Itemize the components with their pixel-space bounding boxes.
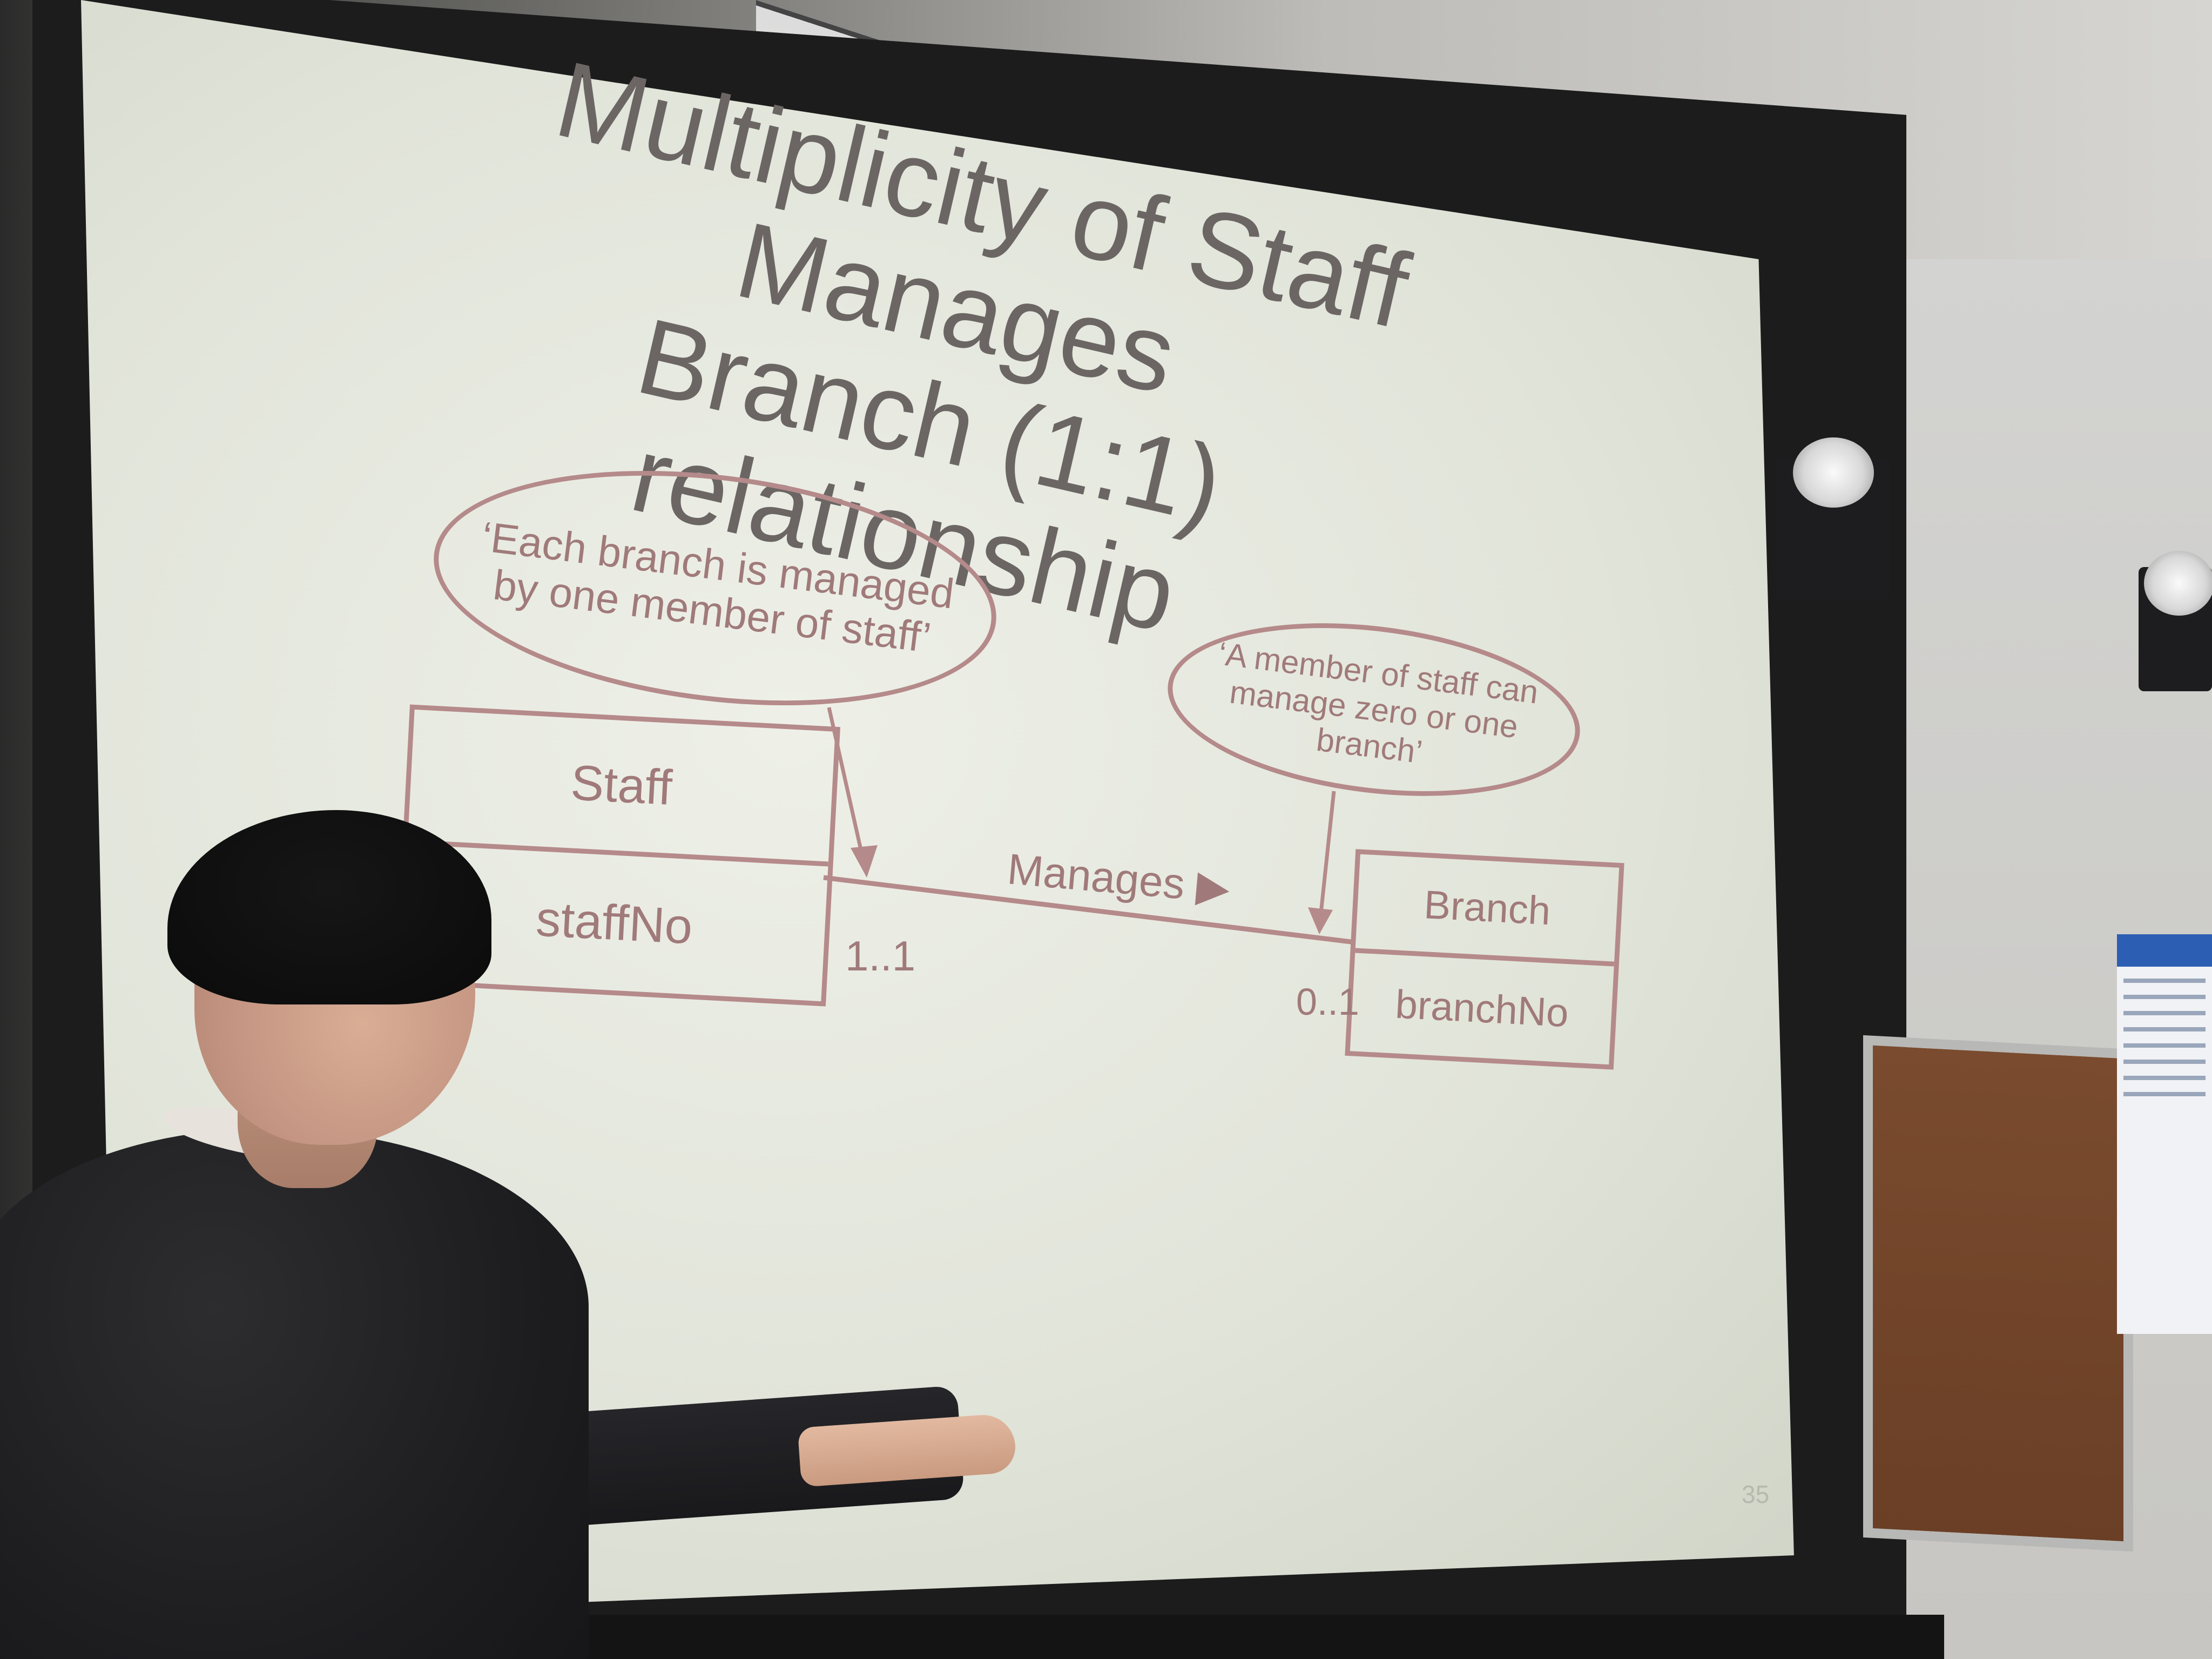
slide-page-number: 35 [1742,1480,1770,1508]
presenter-sweater [0,1129,589,1659]
corkboard [1863,1035,2133,1552]
notice-line [2123,1076,2206,1080]
notice-line [2123,1092,2206,1096]
notice-line [2123,979,2206,983]
branch-class-name: Branch [1355,854,1620,967]
branch-class-box: Branch branchNo [1345,849,1624,1070]
notice-line [2123,1060,2206,1064]
left-callout-pointer [827,707,866,865]
notice-line [2123,1011,2206,1015]
right-callout-pointer [1318,791,1336,919]
notice-line [2123,995,2206,999]
camera-lens [1793,437,1874,508]
security-camera-icon [1777,437,1890,599]
branch-multiplicity: 0..1 [1296,981,1359,1023]
wall-notice [2117,934,2212,1334]
notice-line [2123,1027,2206,1031]
association-line [823,875,1356,945]
staff-multiplicity: 1..1 [845,932,916,980]
left-callout-arrowhead [851,845,878,878]
presenter-hair [167,810,491,1004]
right-callout-arrowhead [1308,907,1333,934]
branch-class-attribute: branchNo [1394,981,1570,1036]
security-camera-icon [2139,551,2212,691]
notice-line [2123,1043,2206,1048]
staff-class-name: Staff [407,709,835,867]
camera-lens [2144,551,2212,616]
